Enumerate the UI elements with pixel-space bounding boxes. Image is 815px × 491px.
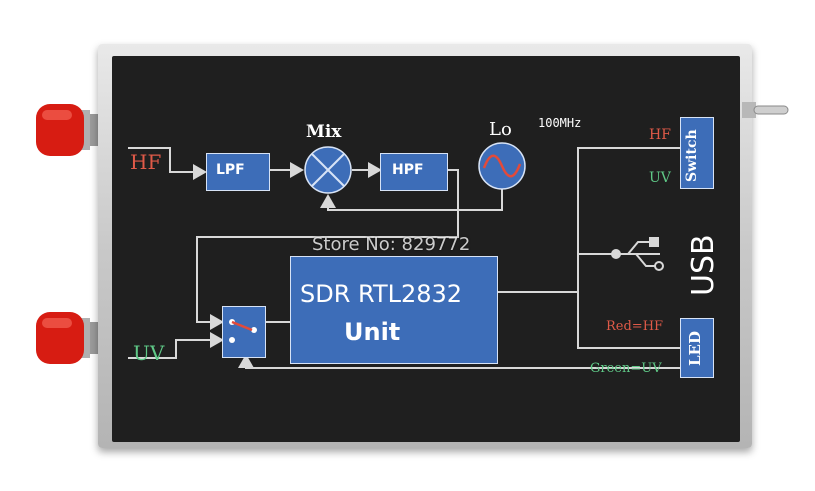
toggle-lever-icon	[742, 102, 789, 118]
usb-label: USB	[686, 234, 721, 296]
switch-icon	[229, 319, 257, 343]
led-green-label: Green=UV	[590, 361, 662, 376]
rf-switch-block	[222, 306, 266, 358]
mixer-icon	[304, 146, 352, 194]
sdr-unit-label: Unit	[344, 318, 401, 346]
lpf-block	[206, 153, 270, 191]
switch-uv-label: UV	[649, 170, 671, 186]
led-box-label: LED	[686, 331, 704, 366]
lo-frequency-label: 100MHz	[538, 116, 582, 130]
switch-block	[680, 117, 714, 189]
front-panel	[112, 56, 740, 442]
switch-box-label: Switch	[684, 129, 700, 182]
lo-label: Lo	[489, 119, 512, 140]
sdr-unit-block	[290, 256, 498, 364]
hf-input-label: HF	[130, 150, 162, 174]
oscillator-icon	[478, 142, 526, 190]
hpf-label: HPF	[392, 162, 424, 178]
lpf-label: LPF	[216, 162, 245, 178]
hpf-block	[380, 153, 448, 191]
uv-input-label: UV	[133, 341, 165, 365]
mix-label: Mix	[306, 122, 342, 142]
led-red-label: Red=HF	[606, 319, 664, 334]
usb-icon	[611, 237, 664, 271]
switch-hf-label: HF	[649, 127, 671, 143]
store-watermark: Store No: 829772	[312, 234, 471, 255]
led-block	[680, 318, 714, 378]
sdr-title-label: SDR RTL2832	[300, 280, 463, 308]
